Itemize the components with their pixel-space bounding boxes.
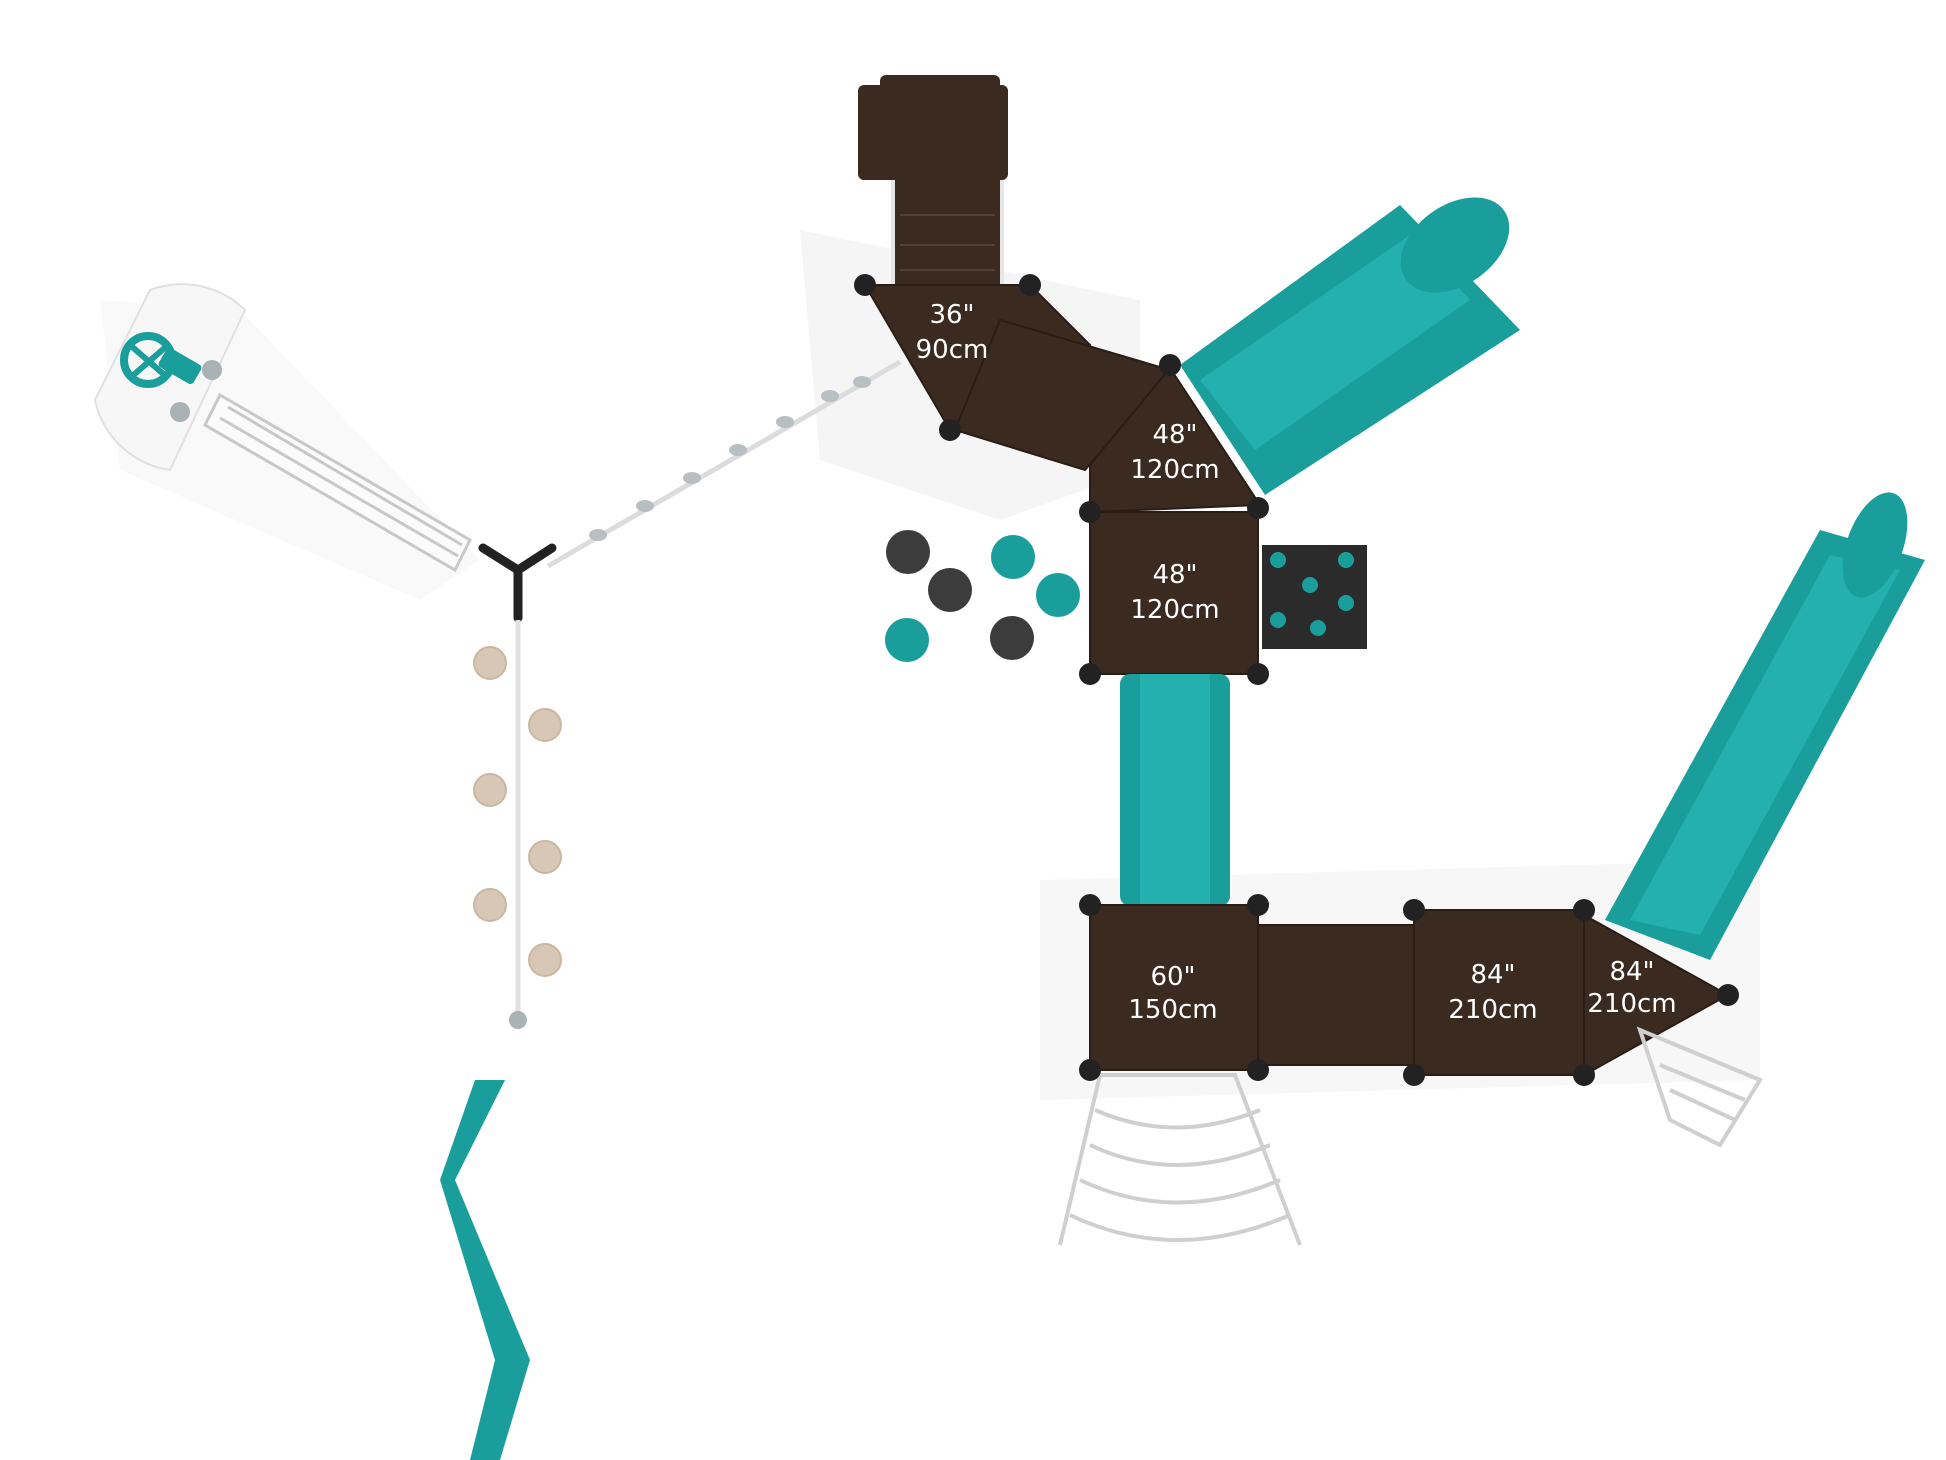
post-cap-icon bbox=[939, 419, 961, 441]
deck-48-upper-label-in: 48" bbox=[1152, 420, 1197, 450]
post-cap-icon bbox=[1573, 899, 1595, 921]
stepping-pod bbox=[473, 888, 507, 922]
post-cap-icon bbox=[1573, 1064, 1595, 1086]
posts bbox=[854, 274, 1739, 1086]
stepping-pods-walk bbox=[473, 620, 562, 1029]
stepping-pod bbox=[528, 708, 562, 742]
post-cap-icon bbox=[1079, 501, 1101, 523]
stepping-pod bbox=[528, 943, 562, 977]
stepping-pod bbox=[528, 840, 562, 874]
rung-ladder bbox=[1636, 1026, 1763, 1148]
bridge-60-84 bbox=[1257, 924, 1415, 1066]
cable-hub bbox=[478, 543, 557, 623]
deck-84-triangle-label-in: 84" bbox=[1609, 957, 1654, 987]
post-cap-icon bbox=[854, 274, 876, 296]
stool-dark bbox=[990, 616, 1034, 660]
deck-60-label-in: 60" bbox=[1150, 962, 1195, 992]
post-cap-icon bbox=[1247, 497, 1269, 519]
stool-dark bbox=[928, 568, 972, 612]
spiral-slide-upper bbox=[1180, 197, 1520, 495]
post-cap-icon bbox=[1247, 1059, 1269, 1081]
deck-48-upper-label-cm: 120cm bbox=[1130, 455, 1219, 485]
post-cap-icon bbox=[1403, 899, 1425, 921]
rock-climbing-wall bbox=[1262, 545, 1367, 649]
post-cap-icon bbox=[1019, 274, 1041, 296]
stool-teal bbox=[1036, 573, 1080, 617]
deck-60-label-cm: 150cm bbox=[1128, 995, 1217, 1025]
deck-84-square-label-cm: 210cm bbox=[1448, 995, 1537, 1025]
arch-climber bbox=[1058, 1073, 1302, 1246]
entrance-tower bbox=[858, 75, 1008, 290]
post-cap-icon bbox=[1403, 1064, 1425, 1086]
cable-walk bbox=[546, 359, 902, 569]
deck-36-label-in: 36" bbox=[929, 300, 974, 330]
straight-slide bbox=[1605, 492, 1925, 960]
deck-36-label-cm: 90cm bbox=[916, 335, 989, 365]
deck-48-lower-label-cm: 120cm bbox=[1130, 595, 1219, 625]
deck-48-lower bbox=[1089, 511, 1259, 675]
post-cap-icon bbox=[1079, 1059, 1101, 1081]
deck-60 bbox=[1089, 904, 1259, 1071]
deck-48-lower-label-in: 48" bbox=[1152, 560, 1197, 590]
steering-wheel-panel bbox=[93, 283, 247, 472]
post-cap-icon bbox=[1717, 984, 1739, 1006]
post-cap-icon bbox=[1159, 354, 1181, 376]
post-cap-icon bbox=[1079, 663, 1101, 685]
deck-84-square-label-in: 84" bbox=[1470, 960, 1515, 990]
crawl-bridge-rails bbox=[203, 392, 472, 573]
stool-teal bbox=[991, 535, 1035, 579]
stool-dark bbox=[886, 530, 930, 574]
chevron-logo-icon bbox=[440, 1080, 530, 1460]
post-cap-icon bbox=[1247, 663, 1269, 685]
stool-teal bbox=[885, 618, 929, 662]
stepping-pod bbox=[473, 646, 507, 680]
deck-84-triangle-label-cm: 210cm bbox=[1587, 989, 1676, 1019]
deck-84-square bbox=[1413, 909, 1585, 1076]
stepping-pod bbox=[473, 773, 507, 807]
stepping-stools bbox=[885, 530, 1080, 662]
post-cap-icon bbox=[1079, 894, 1101, 916]
post-cap-icon bbox=[1247, 894, 1269, 916]
